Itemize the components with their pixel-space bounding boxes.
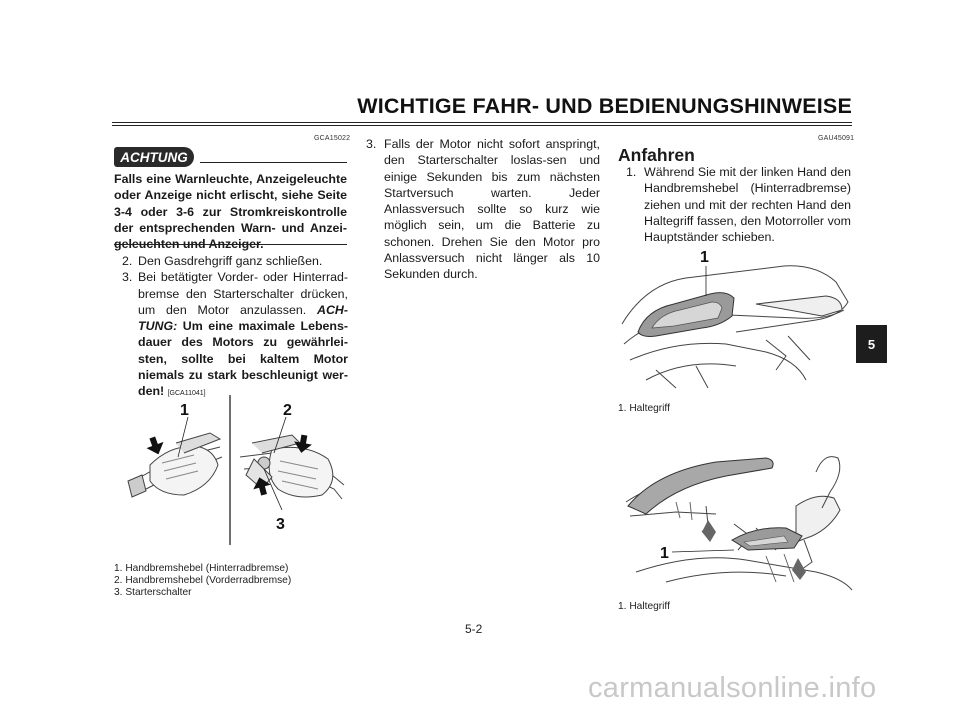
arrow-up-icon [253, 477, 271, 496]
middle-steps: 3. Falls der Motor nicht sofort anspring… [366, 136, 600, 283]
achtung-rule [200, 162, 347, 163]
caution-code: [GCA11041] [167, 390, 206, 398]
figure-caption: 1. Haltegriff [618, 403, 670, 414]
chapter-tab: 5 [856, 325, 887, 363]
step-text: Bei betätigter Vorder- oder Hinterrad-br… [138, 270, 348, 317]
warning-end-rule [114, 244, 347, 245]
step-number: 1. [626, 165, 637, 179]
grab-handle-scooter-figure: 1 [625, 456, 853, 591]
handlebar-figure: 1 2 3 [127, 395, 345, 545]
caption-line: 1. Handbremshebel (Hinterradbremse) [114, 563, 289, 574]
section-heading: Anfahren [618, 145, 695, 165]
list-item: 2. Den Gasdrehgriff ganz schließen. [122, 253, 348, 269]
caution-text: Um eine maximale Lebens-dauer des Motors… [138, 319, 349, 399]
caption-line: 2. Handbremshebel (Vorderradbremse) [114, 575, 292, 586]
title-rule-thick [112, 125, 852, 126]
step-text: Den Gasdrehgriff ganz schließen. [138, 254, 323, 268]
step-text-block: Bei betätigter Vorder- oder Hinterrad-br… [138, 269, 348, 402]
achtung-badge: ACHTUNG [114, 147, 194, 167]
list-item: 3. Falls der Motor nicht sofort anspring… [366, 136, 600, 283]
watermark: carmanualsonline.info [588, 672, 877, 704]
left-steps: 2. Den Gasdrehgriff ganz schließen. 3. B… [122, 253, 348, 403]
figure-label-2: 2 [283, 402, 292, 419]
figure-caption: 1. Haltegriff [618, 601, 670, 612]
step-text: Falls der Motor nicht sofort anspringt, … [384, 137, 600, 282]
title-rule [112, 122, 852, 123]
step-number: 3. [366, 137, 377, 151]
figure-label-3: 3 [276, 516, 285, 533]
caption-line: 3. Starterschalter [114, 587, 192, 598]
list-item: 1. Während Sie mit der linken Hand den H… [626, 164, 851, 245]
section-code: GAU45091 [818, 135, 855, 142]
arrow-down-icon [146, 436, 164, 455]
page-number: 5-2 [465, 622, 483, 636]
figure-captions: 1. Handbremshebel (Hinterradbremse) 2. H… [114, 563, 291, 599]
right-steps: 1. Während Sie mit der linken Hand den H… [626, 164, 851, 245]
figure-label-1: 1 [700, 249, 709, 266]
page-title: WICHTIGE FAHR- UND BEDIENUNGSHINWEISE [357, 94, 852, 118]
figure-label-1: 1 [660, 545, 669, 562]
list-item: 3. Bei betätigter Vorder- oder Hinterrad… [122, 269, 348, 402]
figure-label-1: 1 [180, 402, 189, 419]
warning-text: Falls eine Warnleuchte, Anzeigeleuchte o… [114, 172, 347, 252]
arrow-down-icon [294, 434, 312, 453]
step-text: Während Sie mit der linken Hand den Hand… [644, 165, 851, 245]
section-code: GCA15022 [314, 135, 351, 142]
grab-handle-figure: 1 [621, 249, 849, 389]
step-number: 3. [122, 270, 133, 285]
caution-label: ACH-TUNG: [138, 302, 349, 334]
step-number: 2. [122, 254, 133, 268]
